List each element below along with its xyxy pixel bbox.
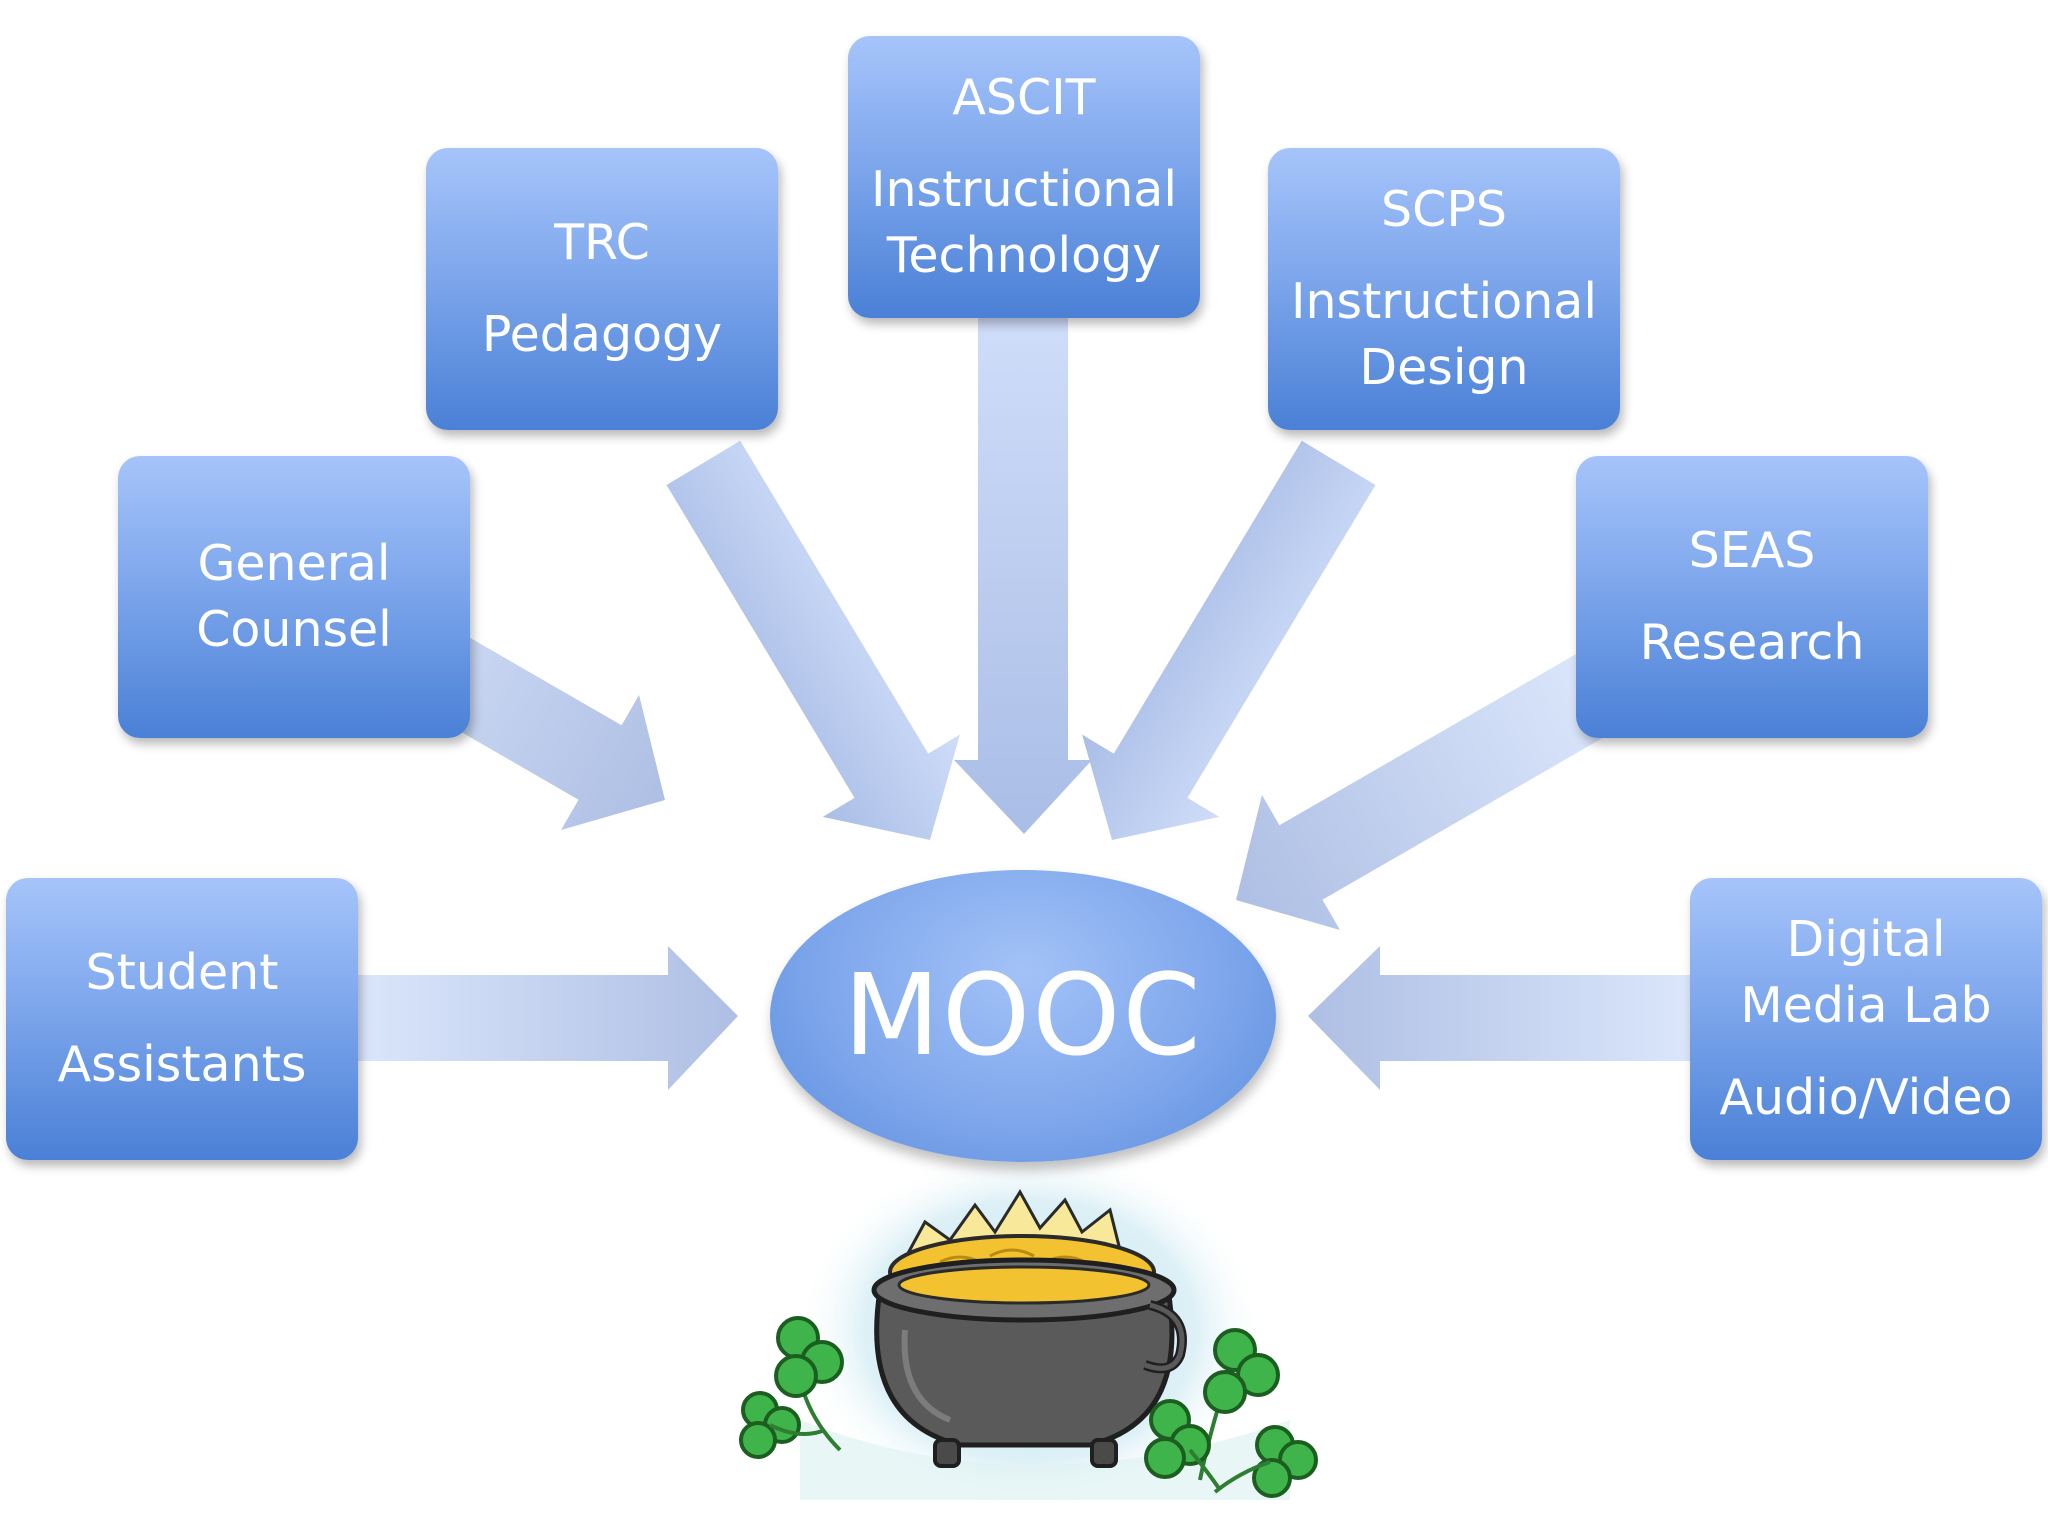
shamrock-left (739, 1316, 844, 1459)
node-ascit-line3: Technology (886, 227, 1162, 284)
node-general-counsel-line2: Counsel (196, 601, 392, 658)
cauldron-body (874, 1287, 1175, 1448)
node-student-assistants-line1: Student (85, 944, 279, 1001)
arrow-student-assistants (355, 946, 738, 1090)
node-trc: TRC Pedagogy (426, 148, 778, 430)
cauldron-leg (933, 1438, 961, 1468)
arrow-scps (1082, 440, 1376, 840)
arrow-ascit (954, 315, 1092, 834)
node-general-counsel-line1: General (197, 535, 391, 592)
node-digital-media-lab-line3: Audio/Video (1719, 1069, 2013, 1126)
node-scps-line1: SCPS (1381, 181, 1507, 238)
node-student-assistants: Student Assistants (6, 878, 358, 1160)
node-seas-line1: SEAS (1688, 522, 1816, 579)
node-scps: SCPS Instructional Design (1268, 148, 1620, 430)
node-general-counsel: General Counsel (118, 456, 470, 738)
node-trc-line1: TRC (554, 214, 650, 271)
arrow-trc (666, 440, 960, 840)
node-trc-line2: Pedagogy (481, 306, 723, 363)
node-ascit: ASCIT Instructional Technology (848, 36, 1200, 318)
node-scps-line3: Design (1359, 339, 1529, 396)
node-seas-line2: Research (1639, 614, 1865, 671)
arrow-seas (1236, 652, 1622, 931)
node-ascit-line2: Instructional (871, 161, 1177, 218)
node-ascit-line1: ASCIT (952, 69, 1096, 126)
node-seas: SEAS Research (1576, 456, 1928, 738)
node-student-assistants-line2: Assistants (57, 1036, 307, 1093)
pot-of-gold-with-shamrocks-icon (739, 1145, 1318, 1515)
node-digital-media-lab-line2: Media Lab (1740, 977, 1992, 1034)
arrow-digital-media-lab (1308, 946, 1690, 1090)
hub-mooc-label: MOOC (843, 951, 1203, 1081)
shamrock-right (1144, 1328, 1318, 1498)
node-digital-media-lab-line1: Digital (1786, 911, 1946, 968)
cauldron-leg (1090, 1438, 1118, 1468)
node-scps-line2: Instructional (1291, 273, 1597, 330)
hub-mooc: MOOC (770, 870, 1276, 1162)
node-digital-media-lab: Digital Media Lab Audio/Video (1690, 878, 2042, 1160)
